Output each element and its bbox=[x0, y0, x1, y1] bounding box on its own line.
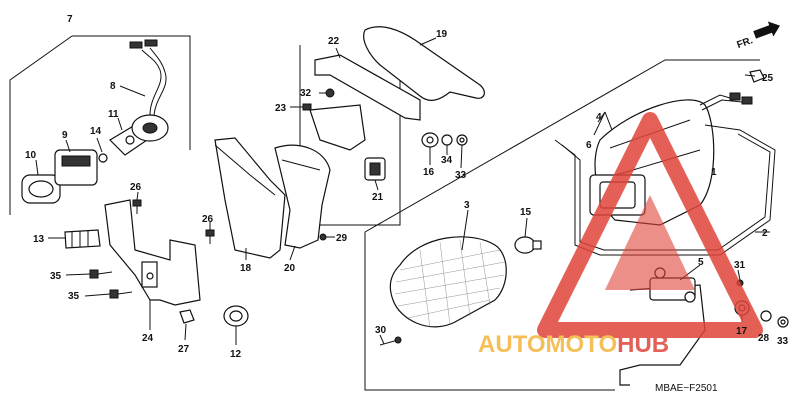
part-26-bolt-b bbox=[205, 229, 215, 244]
callout-7: 7 bbox=[67, 14, 73, 25]
part-19-grip bbox=[363, 26, 485, 101]
callout-13: 13 bbox=[33, 234, 45, 245]
callout-20: 20 bbox=[284, 263, 296, 274]
callout-12: 12 bbox=[230, 349, 242, 360]
group-frame-19 bbox=[299, 45, 401, 226]
part-18-fender bbox=[214, 137, 286, 259]
part-3-tail-lens bbox=[389, 236, 507, 329]
part-30-screw bbox=[379, 336, 402, 346]
callout-19: 19 bbox=[436, 29, 448, 40]
callout-35b: 35 bbox=[68, 291, 80, 302]
callout-33b: 33 bbox=[777, 336, 789, 347]
callout-8: 8 bbox=[110, 81, 116, 92]
part-35-bolt-b bbox=[109, 289, 133, 299]
callout-1: 1 bbox=[711, 167, 717, 178]
part-33-washer-a bbox=[456, 134, 468, 146]
callout-21: 21 bbox=[372, 192, 384, 203]
part-26-bolt-a bbox=[132, 199, 142, 214]
part-22-bracket bbox=[309, 54, 421, 151]
callout-32: 32 bbox=[300, 88, 312, 99]
callout-35a: 35 bbox=[50, 271, 62, 282]
callout-25: 25 bbox=[762, 73, 774, 84]
callout-5: 5 bbox=[698, 257, 704, 268]
part-8-socket bbox=[129, 39, 169, 142]
group-frame-taillight bbox=[364, 232, 615, 391]
group-frame-7 bbox=[9, 35, 191, 215]
callout-15: 15 bbox=[520, 207, 532, 218]
part-4-harness bbox=[699, 92, 753, 111]
callout-9: 9 bbox=[62, 130, 68, 141]
callout-24: 24 bbox=[142, 333, 154, 344]
part-9-housing bbox=[54, 149, 98, 186]
callout-4: 4 bbox=[596, 112, 602, 123]
callout-26a: 26 bbox=[130, 182, 142, 193]
part-34-collar bbox=[441, 134, 453, 146]
callout-18: 18 bbox=[240, 263, 252, 274]
callout-22: 22 bbox=[328, 36, 340, 47]
watermark-text-b: HUB bbox=[617, 331, 669, 358]
part-10-lens bbox=[21, 174, 61, 204]
part-16-grommet bbox=[421, 132, 439, 148]
callout-3: 3 bbox=[464, 200, 470, 211]
watermark: AUTOMOTOHUB bbox=[478, 112, 763, 358]
callout-30: 30 bbox=[375, 325, 387, 336]
part-28-collar bbox=[760, 310, 772, 322]
part-29-bolt bbox=[319, 233, 327, 241]
svg-text:AUTOMOTOHUB: AUTOMOTOHUB bbox=[478, 331, 669, 358]
callout-11: 11 bbox=[108, 109, 119, 120]
front-label: FR. bbox=[735, 35, 754, 51]
part-20-splash-guard bbox=[274, 144, 331, 249]
part-12-grommet bbox=[223, 305, 249, 327]
callout-27: 27 bbox=[178, 344, 190, 355]
callout-26b: 26 bbox=[202, 214, 214, 225]
callout-10: 10 bbox=[25, 150, 37, 161]
part-15-bulb bbox=[514, 236, 542, 254]
part-23-clip bbox=[302, 103, 312, 111]
callout-33a: 33 bbox=[455, 170, 467, 181]
callout-31: 31 bbox=[734, 260, 746, 271]
part-32-bolt bbox=[325, 88, 335, 98]
diagram-code: MBAE−F2501 bbox=[655, 383, 718, 394]
part-13-reflector bbox=[64, 229, 101, 249]
callout-6: 6 bbox=[586, 140, 592, 151]
part-24-license-bracket bbox=[104, 199, 201, 306]
front-direction-indicator: FR. bbox=[735, 21, 780, 51]
callout-34: 34 bbox=[441, 155, 453, 166]
part-21-cap bbox=[364, 157, 386, 181]
part-25-nut bbox=[749, 69, 765, 83]
part-35-bolt-a bbox=[89, 269, 113, 279]
callout-23: 23 bbox=[275, 103, 287, 114]
callout-28: 28 bbox=[758, 333, 770, 344]
callout-29: 29 bbox=[336, 233, 348, 244]
callout-labels: 7 8 11 9 14 10 26 26 13 35 35 24 27 12 1… bbox=[25, 14, 789, 360]
part-14-washer bbox=[98, 153, 108, 163]
warning-triangle-icon bbox=[537, 112, 763, 338]
part-33-washer-b bbox=[777, 316, 789, 328]
callout-17: 17 bbox=[736, 326, 748, 337]
front-arrow-icon bbox=[753, 21, 780, 39]
watermark-text-a: AUTOMOTO bbox=[478, 331, 617, 358]
callout-14: 14 bbox=[90, 126, 102, 137]
callout-2: 2 bbox=[762, 228, 768, 239]
part-27-nut bbox=[179, 309, 195, 324]
group-frame-taillight-top bbox=[364, 59, 760, 233]
callout-16: 16 bbox=[423, 167, 435, 178]
